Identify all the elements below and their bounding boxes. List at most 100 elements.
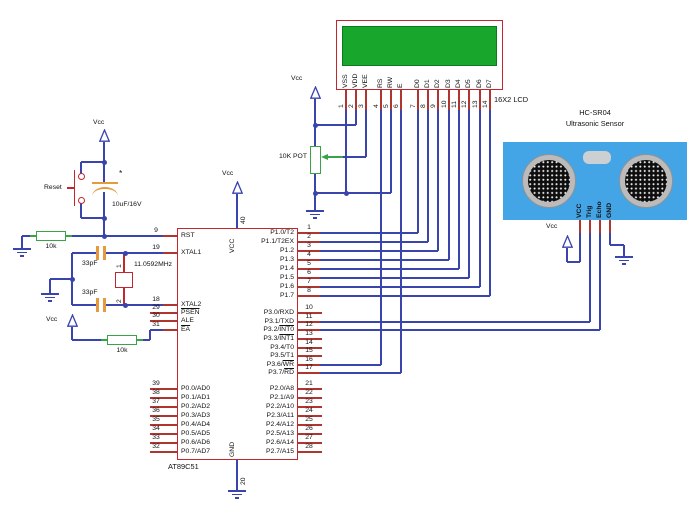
pin-stub (298, 329, 320, 331)
lcd-label: 16X2 LCD (494, 95, 529, 104)
ground-icon (615, 256, 633, 258)
mcu-pin-number: 19 (152, 244, 160, 251)
mcu-pin-label: P2.6/A14 (266, 438, 294, 446)
vcc-label: Vcc (222, 170, 234, 177)
vcc-label: Vcc (93, 119, 105, 126)
mcu-pin-number: 2 (307, 233, 311, 240)
mcu-pin-label: P2.7/A15 (266, 447, 294, 455)
crystal-lead (123, 288, 125, 305)
pin-stub (298, 286, 320, 288)
wire (320, 286, 480, 288)
pin-stub (298, 295, 320, 297)
mcu-pin-number: 26 (305, 425, 313, 432)
xtal-cap1-plate (103, 246, 106, 260)
mcu-pin-number: 32 (152, 443, 160, 450)
ground-icon (306, 210, 324, 212)
lcd-pin-label: D5 (465, 79, 472, 88)
pin-stub (437, 90, 439, 110)
transducer-left-mesh (528, 160, 570, 202)
pin-stub (298, 406, 322, 408)
mcu-pin-number: 31 (152, 321, 160, 328)
resistor-lead (66, 235, 72, 237)
lcd-pin-label: D2 (434, 79, 441, 88)
wire (417, 110, 419, 233)
mcu-pin-number: 10 (305, 304, 313, 311)
lcd-pin-label: D0 (414, 79, 421, 88)
pin-stub (150, 312, 177, 314)
mcu-pin-label: XTAL1 (181, 248, 202, 256)
pot-wiper-arrow-icon (321, 153, 328, 160)
pin-stub (355, 90, 357, 110)
pin-stub (298, 347, 322, 349)
wire (479, 110, 481, 287)
wire (567, 261, 580, 263)
pin-stub (365, 90, 367, 110)
wire (355, 110, 357, 125)
ground-icon (313, 217, 317, 219)
pot-body (310, 146, 321, 174)
reset-button-terminal-bottom (78, 197, 85, 204)
mcu-pin-number: 23 (305, 398, 313, 405)
wire (314, 193, 316, 211)
wire (320, 268, 459, 270)
lcd-pin-label: E (397, 83, 404, 88)
pin-stub (345, 90, 347, 110)
wire (320, 250, 438, 252)
mcu-pin-number: 17 (305, 364, 313, 371)
resistor-ea-value: 10k (116, 347, 128, 354)
crystal (115, 272, 133, 288)
oscillator (583, 151, 611, 164)
mcu-pin-number: 7 (307, 278, 311, 285)
reset-label: Reset (44, 184, 62, 191)
mcu-pin-label: P3.5/T1 (270, 351, 294, 359)
wire (489, 110, 491, 296)
electrolytic-cap-curved-plate (92, 187, 118, 198)
mcu-pin-number: 28 (305, 443, 313, 450)
pin-stub (579, 220, 581, 233)
mcu-pin-number: 6 (307, 269, 311, 276)
pin-stub (298, 277, 320, 279)
sensor-pin-label: Echo (596, 201, 603, 218)
mcu-pin-number: 39 (152, 380, 160, 387)
lcd-pin-label: D1 (424, 79, 431, 88)
mcu-pin-number: 33 (152, 434, 160, 441)
pin-stub (298, 451, 322, 453)
wire (81, 161, 104, 163)
pot-wiper-wire (328, 156, 343, 158)
crystal-frequency: 11.0592MHz (134, 261, 173, 268)
pin-stub (298, 232, 320, 234)
mcu-pin-number: 37 (152, 398, 160, 405)
vcc-arrow-icon (231, 180, 243, 199)
mcu-pin-number: 30 (152, 312, 160, 319)
ground-icon (13, 248, 31, 250)
pin-stub (298, 321, 320, 323)
lcd-pin-number: 3 (357, 103, 365, 108)
wire (448, 110, 450, 260)
wire (579, 233, 581, 262)
resistor-rst-value: 10k (45, 243, 57, 250)
mcu-pin-number: 18 (152, 296, 160, 303)
lcd-pin-number: 4 (372, 103, 380, 108)
mcu-pin-number: 15 (305, 347, 313, 354)
pin-stub (298, 415, 322, 417)
mcu-pin-number: 35 (152, 416, 160, 423)
pin-stub (609, 220, 611, 233)
ground-icon (310, 213, 320, 216)
lcd-pin-number: 5 (382, 103, 390, 108)
wire (610, 244, 624, 246)
lcd-pin-label: D7 (486, 79, 493, 88)
pin-stub (380, 90, 382, 110)
wire (50, 278, 72, 280)
pin-stub (150, 388, 177, 390)
mcu-pin-number: 5 (307, 260, 311, 267)
wire (72, 339, 107, 341)
crystal-pin1-number: 1 (116, 264, 123, 268)
lcd-pin-number: 1 (337, 103, 345, 108)
lcd-pin-label: D3 (445, 79, 452, 88)
mcu-pin-label: P2.2/A10 (266, 402, 294, 410)
lcd-pin-label: RW (387, 76, 394, 88)
junction-dot (312, 190, 318, 196)
lcd-pin-number: 11 (450, 100, 458, 108)
mcu-pin-number: 4 (307, 251, 311, 258)
mcu-pin-label: P1.0/T2 (270, 228, 294, 236)
